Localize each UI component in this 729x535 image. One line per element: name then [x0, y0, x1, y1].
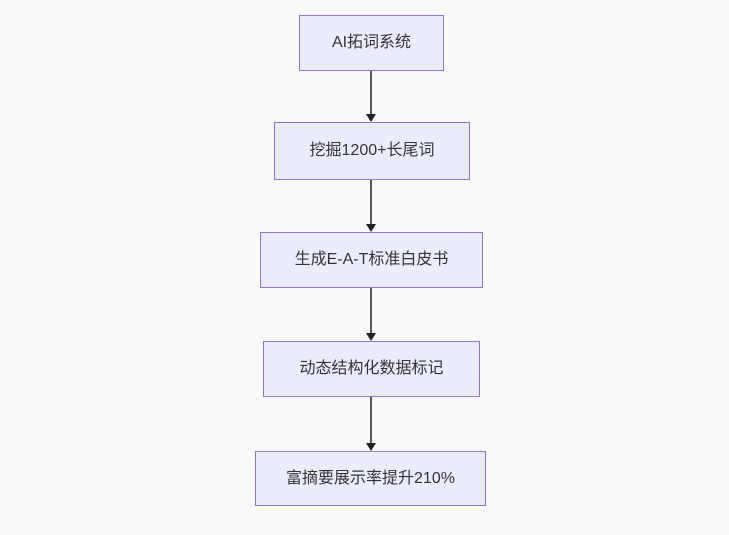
flow-node-label: 挖掘1200+长尾词	[309, 142, 435, 159]
flow-node-label: AI拓词系统	[331, 34, 412, 51]
flow-node-ai-word-expansion-system: AI拓词系统	[299, 15, 444, 71]
edge-line-n1-n2	[370, 71, 372, 115]
arrowhead-icon	[366, 443, 376, 451]
flow-node-label: 富摘要展示率提升210%	[286, 469, 455, 487]
edge-line-n3-n4	[370, 288, 372, 334]
flow-node-mine-longtail-keywords: 挖掘1200+长尾词	[274, 122, 470, 180]
edge-line-n4-n5	[370, 397, 372, 444]
edge-line-n2-n3	[370, 180, 372, 225]
flow-node-label: 动态结构化数据标记	[299, 360, 444, 377]
arrowhead-icon	[366, 333, 376, 341]
flow-node-label: 生成E-A-T标准白皮书	[294, 251, 449, 268]
flow-node-dynamic-structured-data-markup: 动态结构化数据标记	[263, 341, 480, 397]
flow-node-generate-eat-whitepaper: 生成E-A-T标准白皮书	[260, 232, 483, 288]
arrowhead-icon	[366, 114, 376, 122]
arrowhead-icon	[366, 224, 376, 232]
flow-node-rich-snippet-rate-increase: 富摘要展示率提升210%	[255, 451, 486, 506]
